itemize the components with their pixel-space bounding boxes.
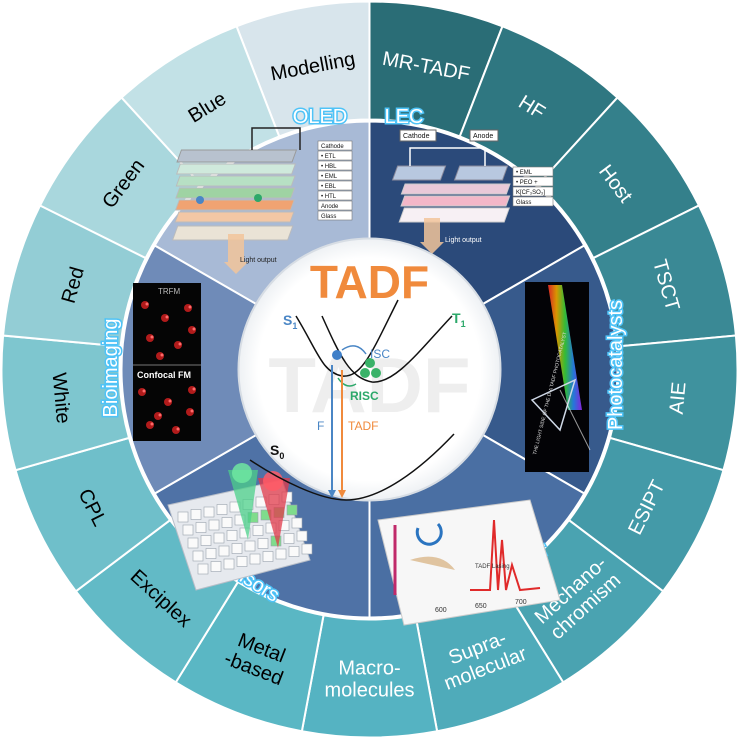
- lec-anode-label: Anode: [473, 133, 493, 140]
- f-label: F: [317, 419, 324, 433]
- t1-potential-curve: [321, 315, 453, 383]
- application-panels: Cathode• ETL• HBL• EML• EBL• HTLAnodeGla…: [133, 127, 591, 626]
- lec-light-output: Light output: [445, 237, 482, 244]
- center-title: TADF: [310, 256, 429, 308]
- tadf-emission-arrowhead: [338, 490, 346, 498]
- trfm-label: TRFM: [158, 287, 181, 296]
- t1-exciton: [360, 368, 370, 378]
- lec-layer-label: • PEO +: [516, 180, 538, 186]
- laser-caption: TADF Lasing: [475, 564, 510, 570]
- s1-label: S1: [283, 312, 297, 331]
- middle-label-lec: LEC: [385, 106, 424, 128]
- confocal-label: Confocal FM: [137, 370, 191, 380]
- tadf-arrow-label: TADF: [348, 419, 378, 433]
- organic-laser-image: TADF Lasing 600 650 700: [377, 499, 561, 626]
- t1-exciton: [371, 368, 381, 378]
- oled-layer-label: • EBL: [321, 184, 337, 190]
- lec-layer-labels: • EML • PEO + K[CF₃SO₃] Glass: [512, 166, 554, 207]
- oled-layer-labels: Cathode • ETL • HBL • EML • EBL • HTL AnodeGla…: [317, 140, 353, 221]
- middle-label-oled: OLED: [293, 106, 347, 128]
- oled-layer-label: • HTL: [321, 194, 337, 200]
- oled-layer-label: • HBL: [321, 164, 337, 170]
- outer-label: Macro-molecules: [324, 658, 414, 702]
- s1-exciton: [332, 350, 342, 360]
- sensors-image: [167, 463, 313, 591]
- photocatalyst-image: THE LIGHT SIDE OF THE D-A TADF PHOTOCATA…: [525, 282, 591, 472]
- lec-device-illustration: Cathode Anode • EML • PEO + K[CF₃SO₃] Glass…: [391, 129, 554, 254]
- isc-label: ISC: [370, 347, 390, 361]
- risc-arrow: [337, 377, 357, 387]
- laser-tick-label: 700: [515, 599, 527, 606]
- laser-tick-label: 650: [475, 603, 487, 610]
- laser-tick-label: 600: [435, 607, 447, 614]
- laser-axis-ticks: 600 650 700: [435, 599, 527, 614]
- center-jablonski: TADF TADF S1 T1 S0 ISC RISC F TADF: [237, 237, 502, 502]
- fluorescence-arrowhead: [328, 490, 336, 498]
- middle-label-photocatalysts: Photocatalysts: [605, 300, 627, 430]
- oled-layer-label: Anode: [321, 204, 339, 210]
- oled-layer-label: • EML: [321, 174, 338, 180]
- oled-light-output: Light output: [240, 257, 277, 264]
- lec-cathode-label: Cathode: [403, 133, 430, 140]
- lec-layer-label: K[CF₃SO₃]: [516, 190, 545, 196]
- s0-label: S0: [270, 442, 284, 461]
- bioimaging-micrographs: TRFM Confocal FM: [133, 283, 201, 441]
- outer-label: White: [48, 372, 75, 425]
- risc-label: RISC: [350, 389, 379, 403]
- lec-layer-label: • EML: [516, 170, 533, 176]
- lec-layer-label: Glass: [516, 200, 531, 206]
- oled-layer-label: Cathode: [321, 144, 344, 150]
- outer-label: AIE: [666, 381, 691, 415]
- isc-arrow: [341, 345, 367, 355]
- oled-device-illustration: Cathode • ETL • HBL • EML • EBL • HTL AnodeGla…: [171, 127, 353, 274]
- oled-layer-label: Glass: [321, 214, 336, 220]
- t1-exciton: [365, 358, 375, 368]
- s0-potential-curve: [249, 433, 455, 501]
- middle-label-bioimaging: Bioimaging: [100, 319, 122, 418]
- oled-layer-label: • ETL: [321, 154, 336, 160]
- t1-label: T1: [452, 310, 466, 329]
